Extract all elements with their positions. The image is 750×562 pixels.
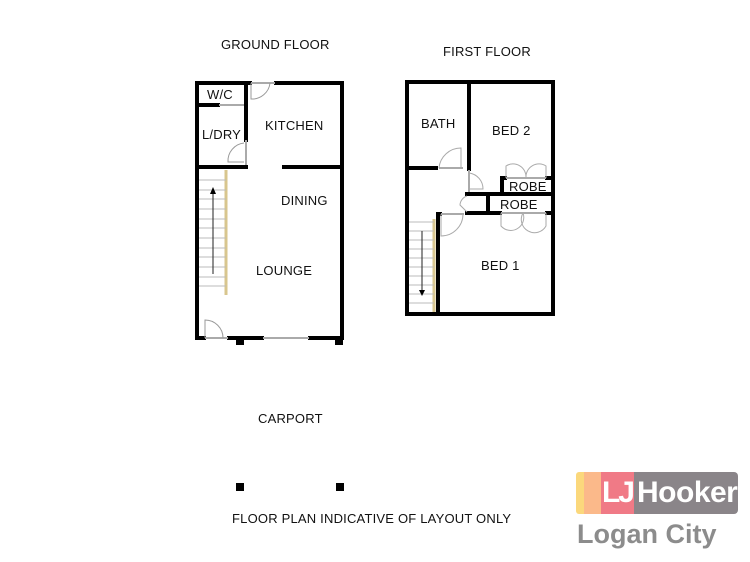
lj-hooker-logo: LJ Hooker: [576, 472, 738, 514]
room-bed2: BED 2: [492, 123, 531, 138]
first-floor-walls: [405, 80, 555, 316]
logo-stripe-peach: [584, 472, 601, 514]
first-stairs: [409, 219, 436, 312]
ground-floor-walls: [195, 81, 344, 340]
room-bath: BATH: [421, 116, 456, 131]
carport-post-left: [236, 483, 244, 491]
first-floor-title: FIRST FLOOR: [443, 44, 531, 59]
logo-stripe-yellow: [576, 472, 584, 514]
room-wc: W/C: [207, 87, 233, 102]
logo-office-name: Logan City: [577, 519, 717, 549]
room-kitchen: KITCHEN: [265, 118, 324, 133]
room-robe-1: ROBE: [509, 179, 547, 194]
room-dining: DINING: [281, 193, 328, 208]
room-bed1: BED 1: [481, 258, 520, 273]
logo-mark: LJ: [601, 472, 635, 514]
disclaimer: FLOOR PLAN INDICATIVE OF LAYOUT ONLY: [232, 511, 512, 526]
room-laundry: L/DRY: [202, 127, 242, 142]
carport-post-right: [336, 483, 344, 491]
logo-brand: Hooker: [634, 472, 738, 514]
carport-label: CARPORT: [258, 411, 323, 426]
room-robe-2: ROBE: [500, 197, 538, 212]
ground-stairs: [199, 170, 228, 295]
ground-floor-title: GROUND FLOOR: [221, 37, 330, 52]
room-lounge: LOUNGE: [256, 263, 313, 278]
